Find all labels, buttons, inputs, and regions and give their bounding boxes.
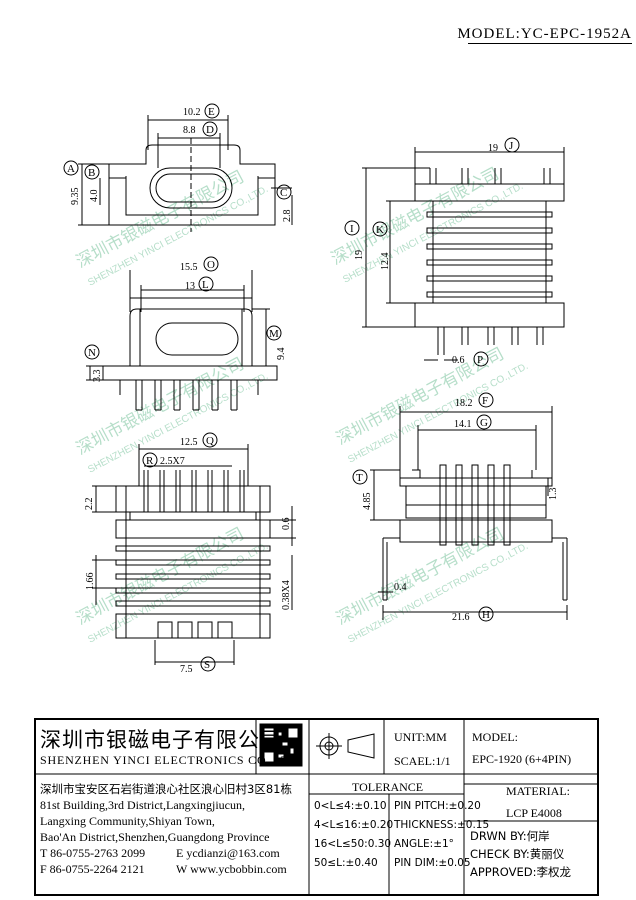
dim-2-5x7: 2.5X7: [160, 456, 185, 467]
label-a: A: [67, 163, 75, 175]
dim-8-8: 8.8: [183, 125, 196, 136]
dim-15-5: 15.5: [180, 262, 198, 273]
tolerance-2: 4<L≤16:±0.20: [314, 819, 394, 831]
address-en-2: Langxing Community,Shiyan Town,: [40, 814, 215, 828]
label-t: T: [356, 472, 363, 484]
label-n: N: [88, 347, 96, 359]
label-c: C: [280, 187, 287, 199]
label-o: O: [207, 259, 215, 271]
drawn-by: DRWN BY:何岸: [470, 829, 550, 843]
dim-1-66: 1.66: [85, 573, 96, 591]
title-block-grid: [34, 718, 599, 896]
dim-18-2: 18.2: [455, 398, 473, 409]
title-block: 深圳市银磁电子有限公司 SHENZHEN YINCI ELECTRONICS C…: [34, 718, 599, 896]
label-b: B: [88, 167, 95, 179]
tolerance-3: 16<L≤50:0.30: [314, 838, 392, 850]
approved-by: APPROVED:李权龙: [470, 865, 571, 879]
dim-2-2: 2.2: [84, 498, 95, 511]
label-m: M: [269, 328, 279, 340]
view-bottom-left: [92, 444, 296, 665]
view-bottom-right: [370, 406, 568, 620]
dim-4-85: 4.85: [362, 493, 373, 511]
fax: F 86-0755-2264 2121: [40, 862, 145, 876]
address-en-1: 81st Building,3rd District,Langxingjiucu…: [40, 798, 245, 812]
pin-pitch: PIN PITCH:±0.20: [394, 800, 481, 812]
technical-drawing: 深圳市银磁电子有限公司 SHENZHEN YINCI ELECTRONICS C…: [63, 103, 568, 675]
label-s: S: [204, 659, 210, 671]
pin-dim: PIN DIM:±0.05: [394, 857, 471, 869]
model-value: EPC-1920 (6+4PIN): [472, 752, 572, 766]
address-en-3: Bao'An District,Shenzhen,Guangdong Provi…: [40, 830, 270, 844]
company-name-cn: 深圳市银磁电子有限公司: [40, 728, 282, 752]
tolerance-1: 0<L≤4:±0.10: [314, 800, 387, 812]
unit: UNIT:MM: [394, 730, 447, 744]
dim-9-35: 9.35: [70, 188, 81, 206]
dim-0-6-pin: 0.6: [452, 355, 465, 366]
dim-0-4: 0.4: [394, 582, 407, 593]
view-top-left: [78, 115, 293, 232]
view-top-right: [362, 147, 565, 361]
tolerance-title: TOLERANCE: [352, 780, 424, 794]
material-label: MATERIAL:: [506, 784, 570, 798]
label-d: D: [206, 124, 214, 136]
model-underline: [468, 43, 632, 44]
dim-21-6: 21.6: [452, 612, 470, 623]
company-name-en: SHENZHEN YINCI ELECTRONICS CO.,LTD.: [40, 753, 303, 767]
model-number: MODEL:YC-EPC-1952A: [457, 26, 632, 42]
dim-10-2: 10.2: [183, 107, 201, 118]
label-f: F: [482, 395, 488, 407]
watermark-cn: 深圳市银磁电子有限公司: [73, 167, 248, 272]
dim-12-5: 12.5: [180, 437, 198, 448]
label-i: I: [350, 223, 354, 235]
dim-0-6: 0.6: [281, 518, 292, 531]
scale: SCAEL:1/1: [394, 754, 451, 768]
angle: ANGLE:±1°: [394, 838, 454, 850]
dim-14-1: 14.1: [454, 419, 472, 430]
label-q: Q: [206, 435, 214, 447]
dim-13: 13: [185, 281, 195, 292]
label-j: J: [509, 140, 514, 152]
checked-by: CHECK BY:黄丽仪: [470, 847, 565, 861]
telephone: T 86-0755-2763 2099: [40, 846, 146, 860]
material-value: LCP E4008: [506, 806, 562, 820]
dim-9-4: 9.4: [276, 348, 287, 361]
label-p: P: [477, 354, 483, 366]
label-l: L: [202, 279, 209, 291]
dim-3-3: 3.3: [92, 370, 103, 383]
dim-1-3: 1.3: [548, 488, 559, 501]
view-mid-left: [86, 270, 278, 411]
dim-19-top: 19: [488, 143, 498, 154]
label-r: R: [146, 455, 154, 467]
tolerance-4: 50≤L:±0.40: [314, 857, 378, 869]
dim-4-0: 4.0: [89, 190, 100, 203]
label-g: G: [480, 417, 488, 429]
model-label: MODEL:: [472, 730, 518, 744]
label-h: H: [482, 609, 490, 621]
thickness: THICKNESS:±0.15: [394, 819, 490, 831]
dim-7-5: 7.5: [180, 664, 193, 675]
dim-2-8: 2.8: [282, 210, 293, 223]
label-e: E: [208, 106, 215, 118]
dim-12-4: 12.4: [380, 253, 391, 271]
dim-19-side: 19: [354, 250, 365, 260]
dim-0-38x4: 0.38X4: [281, 580, 292, 610]
email: E ycdianzi@163.com: [176, 846, 280, 860]
address-cn: 深圳市宝安区石岩街道浪心社区浪心旧村3区81栋: [40, 782, 292, 796]
website: W www.ycbobbin.com: [176, 862, 287, 876]
label-k: K: [376, 224, 384, 236]
